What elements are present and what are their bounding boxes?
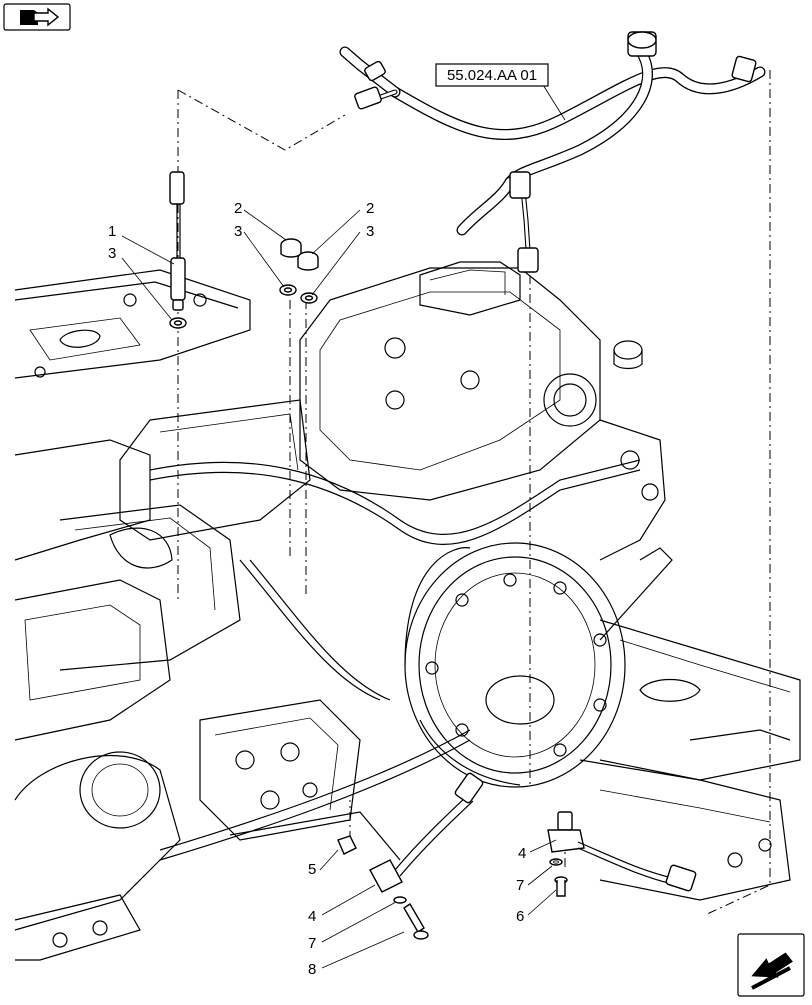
speed-sensor-4-right (547, 811, 697, 892)
callout-numbers: 1 2 2 3 3 3 4 4 5 6 7 7 8 (108, 200, 526, 978)
callout-6: 6 (516, 908, 524, 925)
washer-7-right (549, 858, 563, 866)
plug-2-left (280, 238, 302, 258)
callout-2: 2 (366, 200, 374, 217)
bolt-8 (403, 903, 429, 940)
bolt-6 (554, 876, 568, 897)
callout-leaders (121, 79, 566, 969)
nut-5 (337, 835, 357, 855)
washer-3-mid (279, 284, 297, 296)
speed-sensor-4-left (369, 772, 484, 893)
callout-8: 8 (308, 961, 316, 978)
callout-7: 7 (516, 877, 524, 894)
callout-1: 1 (108, 223, 116, 240)
callout-2: 2 (234, 200, 242, 217)
washer-7-left (393, 896, 407, 904)
callout-4: 4 (518, 845, 526, 862)
reference-label: 55.024.AA 01 (447, 67, 537, 84)
callout-7: 7 (308, 935, 316, 952)
washer-3-right (300, 292, 318, 304)
next-page-arrow-icon[interactable] (737, 933, 805, 997)
plug-2-right (297, 251, 319, 271)
book-arrow-icon[interactable] (3, 3, 71, 31)
washer-3-left (169, 317, 187, 329)
assembly-centerlines (177, 70, 771, 916)
callout-4: 4 (308, 908, 316, 925)
sensor-1 (169, 171, 186, 311)
wire-harness (339, 31, 766, 273)
transmission-housing (14, 261, 801, 961)
callout-5: 5 (308, 861, 316, 878)
callout-3: 3 (234, 223, 242, 240)
reference-label-box[interactable]: 55.024.AA 01 (435, 63, 549, 87)
callout-3: 3 (108, 245, 116, 262)
callout-3: 3 (366, 223, 374, 240)
